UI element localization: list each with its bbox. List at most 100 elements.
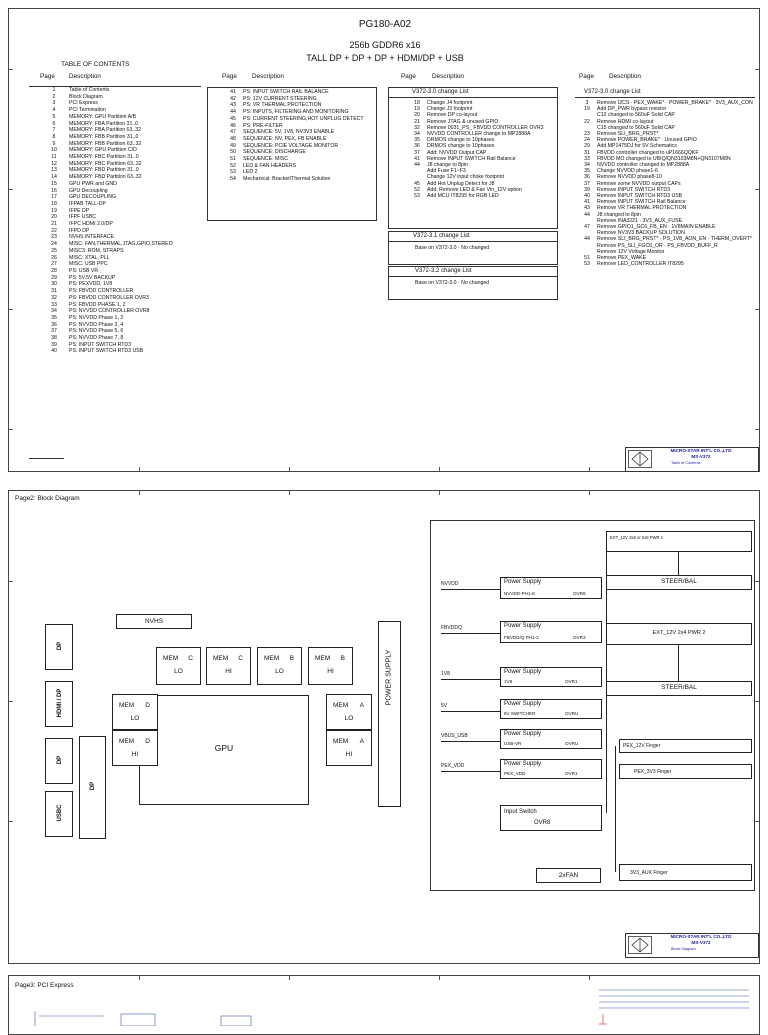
power-supply-sub: PEX_VDD [504, 771, 526, 776]
change-description: Remove INPUT SWITCH Rail Balance [597, 199, 686, 206]
change-page-number: 32 [414, 124, 420, 131]
toc-page-number: 9 [52, 140, 56, 147]
power-supply-sub: 1V8 [504, 679, 513, 684]
ext-12v-pwr1-label: EXT_12V 3x8 or 2x8 PWR 1 [610, 535, 664, 540]
change-page-number: 41 [414, 155, 420, 162]
page3-label: Page3: PCI Express [15, 982, 74, 989]
power-supply-sub: FBVDD/Q PH1-2 [504, 635, 539, 640]
border-tick [289, 491, 290, 495]
nvhs-label: NVHS [144, 618, 164, 625]
title-block-page1: MICRO-STAR INT'L CO.,LTD MS-V372 Table o… [625, 447, 759, 472]
toc-description: IFPAB TALL-DP [69, 200, 106, 207]
pex-3v3-finger-label: PEX_3V3 Finger [634, 769, 672, 775]
memory-half: HI [327, 668, 334, 675]
change-description: C15 changed to 560uF Solid CAP [597, 124, 675, 131]
change-description: Add MP1475DJ for 5V Schematics [597, 143, 677, 150]
toc-description: Table of Contents [69, 87, 110, 93]
toc-page-number: 28 [51, 267, 57, 274]
toc-description: PS: PEXVDD, 1V8 [69, 281, 113, 288]
change-list-title-underline [389, 97, 557, 98]
steer-bal-block-1: STEER/BAL [606, 575, 752, 590]
border-tick [9, 69, 13, 70]
toc-description: LED & FAN HEADERS [243, 162, 297, 169]
change-description: Remove INA3221 · 3V3_AUX_FUSE [597, 217, 683, 224]
memory-channel: A [359, 738, 364, 745]
change-description: Change J3 footprint [427, 106, 473, 113]
toc-description: IFPF USBC [69, 214, 97, 221]
memory-label: MEM [119, 738, 135, 745]
toc-page-number: 21 [51, 221, 57, 228]
change-description: NVVDD controller changed to MP2888A [597, 162, 690, 169]
power-supply-title: Power Supply [504, 669, 542, 675]
change-page-number: 35 [414, 137, 420, 144]
col4-header-page: Page [579, 73, 594, 80]
memory-half: LO [174, 668, 183, 675]
toc-description: PS: NVVDD Phase 3, 4 [69, 321, 124, 328]
change-row: Remove NV3V3 BACKUP SOLUTION [577, 230, 753, 236]
memory-half: HI [345, 751, 353, 758]
toc-col2-box [207, 87, 377, 221]
change-description: FBVDD controller changed to uP1666QQKF [597, 149, 699, 156]
toc-page-number: 30 [51, 281, 57, 288]
steer-bal-block-2: STEER/BAL [606, 681, 752, 696]
toc-description: GPU Decoupling [69, 187, 108, 194]
memory-half: HI [225, 668, 232, 675]
toc-page-number: 29 [51, 274, 57, 281]
change-description: Remove INPUT SWITCH RTD3 USB [597, 193, 683, 200]
schematic-ports: TALL DP + DP + DP + HDMI/DP + USB [306, 53, 464, 63]
border-tick [289, 976, 290, 980]
toc-description: MEMORY: GPU Partition C/D [69, 147, 137, 154]
toc-description: PS: INPUT SWITCH RTD3 [69, 341, 132, 348]
power-supply-bar: POWER SUPPLY [378, 621, 401, 807]
toc-page-number: 12 [51, 160, 57, 167]
rail-wire [441, 679, 500, 680]
toc-page-number: 13 [51, 167, 57, 174]
toc-page-number: 43 [230, 102, 236, 109]
change-list-note-2: Base on V372-3.0 · No changed [415, 245, 490, 251]
memory-half: HI [131, 751, 139, 758]
toc-page-number: 14 [51, 174, 57, 181]
border-tick [755, 821, 759, 822]
change-page-number: 21 [414, 118, 420, 125]
dp-connector-1: DP [45, 624, 73, 670]
toc-description: GPU PWR and GND [69, 180, 117, 187]
change-description: Remove I2CS · PEX_WAKE* · POWER_BRAKE* ·… [597, 100, 753, 106]
toc-description: PS: INPUT SWITCH RAIL BALANCE [243, 89, 329, 95]
toc-description: PS: FBVDD CONTROLLER OVR3 [69, 294, 149, 301]
toc-page-number: 22 [51, 227, 57, 234]
msi-logo-icon [628, 450, 652, 468]
wire-steer2 [678, 645, 679, 681]
toc-page-number: 19 [51, 207, 57, 214]
change-description: Remove SLI_BRG_PRST* · PS_1V8_AON_EN · T… [597, 236, 752, 243]
rail-net-label: NVVDD [441, 581, 459, 587]
memory-channel: B [289, 655, 294, 662]
memory-half: LO [344, 715, 354, 722]
toc-description: PS: NVVDD Phase 1, 2 [69, 314, 124, 321]
border-tick [9, 821, 13, 822]
toc-description: LED 2 [243, 169, 258, 176]
